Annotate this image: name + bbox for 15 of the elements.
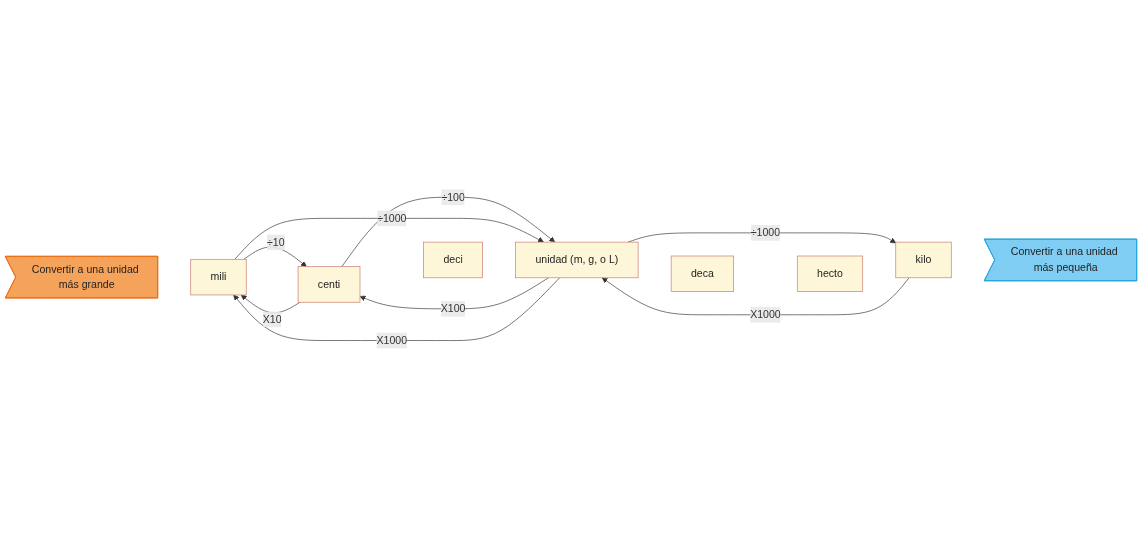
edge-label: X1000 [750, 308, 781, 321]
node-box: kilo [895, 241, 952, 279]
node-box: centi [297, 266, 361, 303]
node-box: hecto [796, 255, 864, 293]
edge-label: ÷100 [441, 191, 465, 203]
node-box: mili [190, 259, 247, 296]
edge-label: X1000 [376, 334, 408, 346]
edge-label: ÷1000 [750, 227, 781, 239]
node-box: deca [670, 255, 734, 293]
edge-label: ÷10 [266, 236, 285, 248]
node-box: deci [423, 241, 483, 279]
edge-label: X10 [262, 313, 282, 325]
node-box: unidad (m, g, o L) [515, 241, 639, 279]
edge-label: ÷1000 [377, 212, 407, 224]
edge-label: X100 [440, 303, 466, 315]
